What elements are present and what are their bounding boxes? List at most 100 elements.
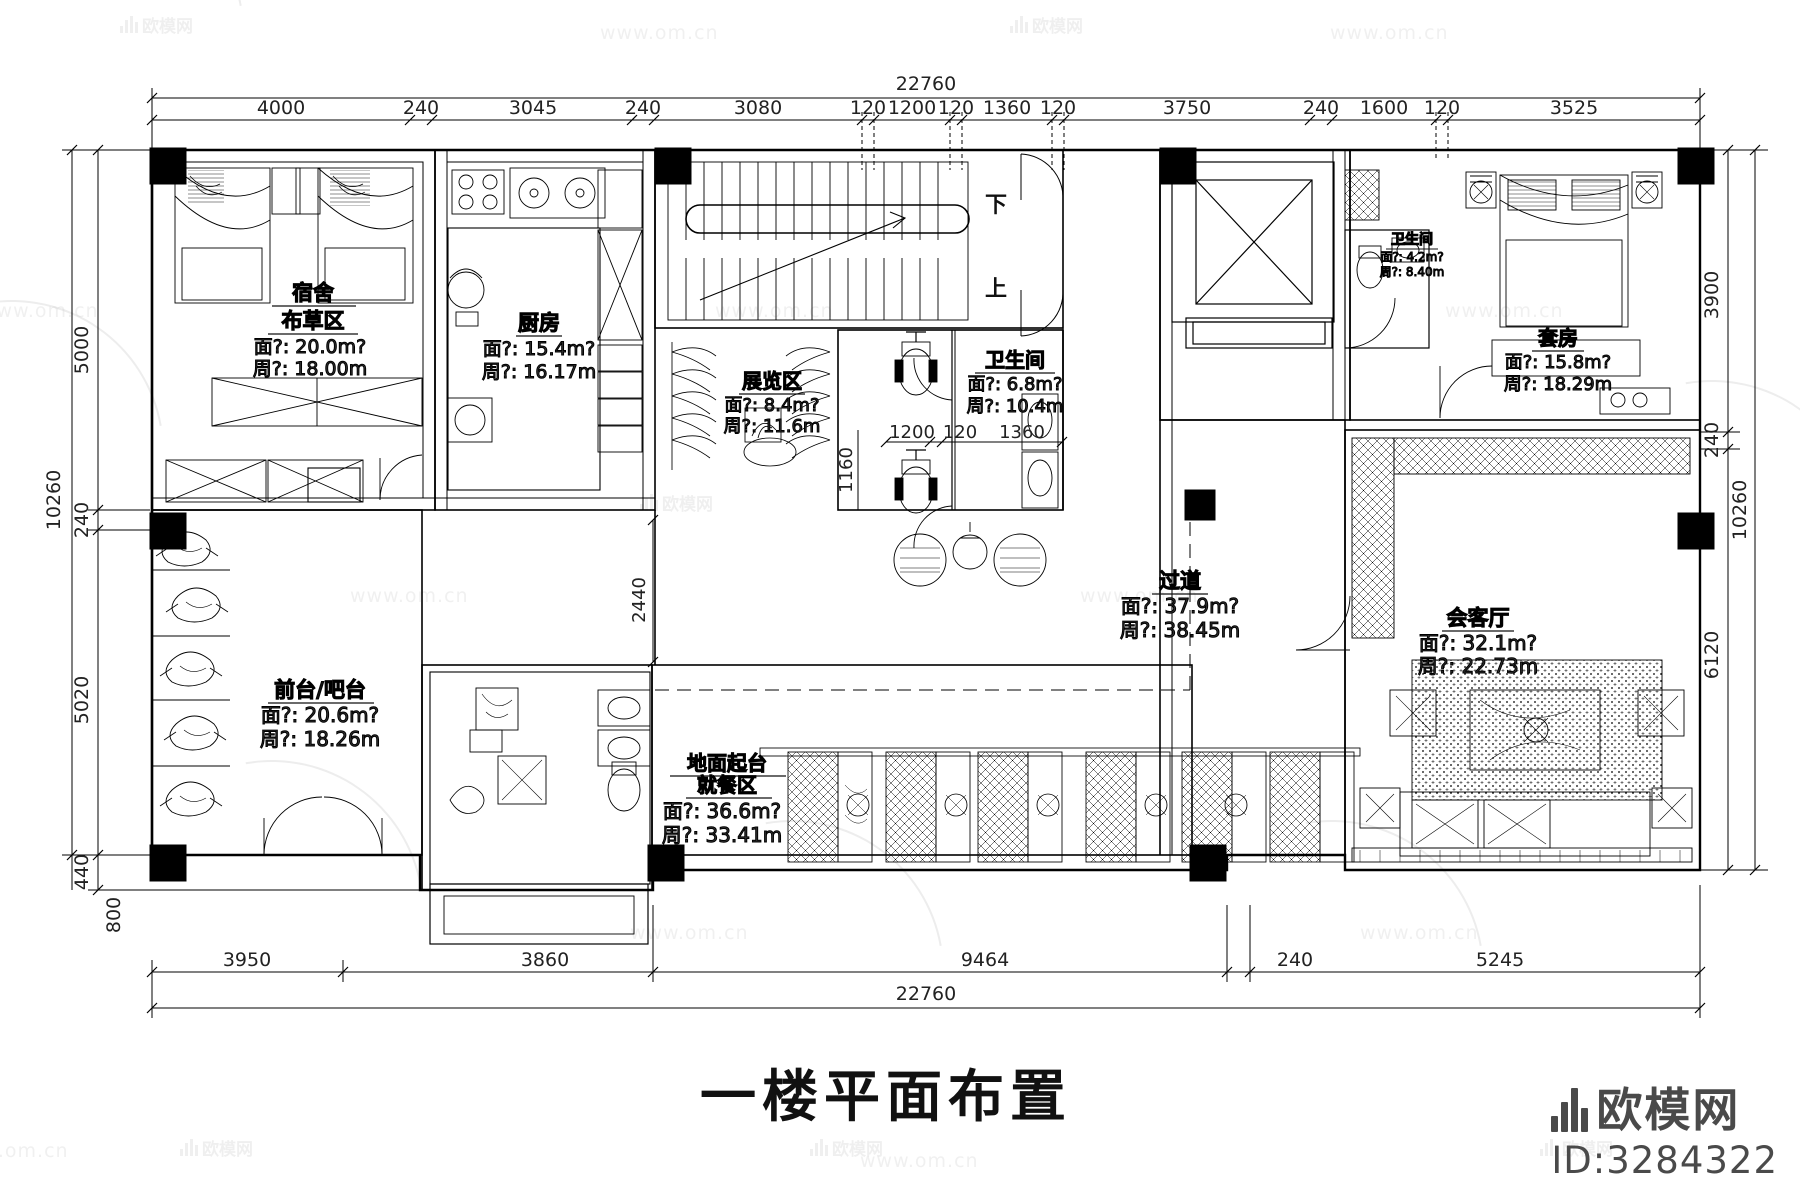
interior-dimensions (647, 430, 1068, 668)
room-area-toilet-middle: 面?: 6.8m? (967, 374, 1062, 395)
room-perimeter-dormitory: 周?: 18.00m (253, 358, 367, 380)
room-toilet-middle-fixtures (894, 330, 1059, 549)
dim-top-9: 120 (1040, 97, 1076, 119)
room-label-corridor: 过道 面?: 37.9m? 周?: 38.45m (1119, 569, 1240, 643)
room-toilet-suite-fixtures (1344, 169, 1430, 349)
room-label-reception: 会客厅 面?: 32.1m? 周?: 22.73m (1417, 606, 1538, 679)
room-perimeter-toilet-suite: 周?: 8.40m (1380, 265, 1445, 279)
stair-label-up: 上 (985, 277, 1007, 302)
service-room-fixtures (429, 671, 651, 945)
room-area-corridor: 面?: 37.9m? (1121, 594, 1239, 618)
dim-bottom-1: 3860 (521, 949, 569, 971)
room-name-corridor: 过道 (1159, 569, 1201, 593)
staircase (667, 161, 970, 321)
dim-right-1: 240 (1701, 422, 1723, 458)
room-perimeter-dining: 周?: 33.41m (662, 823, 782, 847)
dim-right-2: 6120 (1701, 631, 1723, 679)
room-area-dining: 面?: 36.6m? (663, 799, 781, 823)
dim-top-11: 240 (1303, 97, 1339, 119)
brand-logo-icon (1551, 1088, 1589, 1132)
room-name-dormitory-l2: 布草区 (282, 309, 345, 333)
room-perimeter-toilet-middle: 周?: 10.4m (967, 396, 1064, 417)
entry-doors (1020, 150, 1064, 337)
dim-interior-c: 1360 (999, 422, 1045, 443)
dim-bottom-0: 3950 (223, 949, 271, 971)
dim-left-0: 5000 (71, 326, 93, 374)
room-label-kitchen: 厨房 面?: 15.4m? 周?: 16.17m (481, 311, 596, 384)
room-perimeter-suite: 周?: 18.29m (1504, 374, 1612, 395)
room-label-front-desk: 前台/吧台 面?: 20.6m? 周?: 18.26m (259, 678, 380, 752)
dim-left-1: 240 (71, 502, 93, 538)
dim-left-3: 440 (71, 854, 93, 890)
dim-top-4: 3080 (734, 97, 782, 119)
dim-left-4: 800 (103, 897, 125, 933)
dim-right-outer: 10260 (1729, 480, 1751, 540)
brand-id: ID:3284322 (1551, 1139, 1778, 1182)
dim-top-10: 3750 (1163, 97, 1211, 119)
room-name-toilet-middle: 卫生间 (985, 348, 1045, 372)
dim-top-7: 120 (938, 97, 974, 119)
room-dormitory-furniture (165, 167, 423, 503)
room-name-dining-l1: 地面起台 (687, 751, 767, 775)
dim-top-1: 240 (403, 97, 439, 119)
room-area-front-desk: 面?: 20.6m? (261, 703, 379, 727)
dim-bottom-3: 240 (1277, 949, 1313, 971)
stair-label-down: 下 (985, 193, 1007, 218)
room-area-kitchen: 面?: 15.4m? (483, 338, 595, 360)
elevator-shaft (1171, 161, 1335, 349)
room-name-reception: 会客厅 (1447, 606, 1510, 630)
corridor-boundary (655, 512, 1191, 691)
room-perimeter-corridor: 周?: 38.45m (1120, 618, 1240, 642)
room-area-toilet-suite: 面?: 4.2m? (1380, 250, 1443, 264)
dim-top-13: 120 (1424, 97, 1460, 119)
dimension-top (146, 88, 1706, 170)
room-perimeter-exhibition: 周?: 11.6m (724, 416, 821, 437)
dim-bottom-total: 22760 (896, 983, 956, 1005)
dim-top-3: 240 (625, 97, 661, 119)
room-kitchen-furniture (447, 167, 643, 491)
brand-block: 欧模网 ID:3284322 (1551, 1087, 1778, 1182)
room-label-dormitory: 宿舍 布草区 面?: 20.0m? 周?: 18.00m (252, 281, 367, 381)
dim-top-14: 3525 (1550, 97, 1598, 119)
room-label-toilet-suite: 卫生间 面?: 4.2m? 周?: 8.40m (1379, 231, 1445, 280)
dimension-bottom (146, 885, 1706, 1018)
dim-top-2: 3045 (509, 97, 557, 119)
dim-interior-a: 1200 (889, 422, 935, 443)
room-name-dormitory-l1: 宿舍 (292, 281, 335, 305)
dim-bottom-2: 9464 (961, 949, 1009, 971)
room-label-suite: 套房 面?: 15.8m? 周?: 18.29m (1503, 326, 1612, 396)
dim-interior-1160: 1160 (836, 447, 857, 493)
room-name-toilet-suite: 卫生间 (1391, 231, 1433, 248)
room-area-dormitory: 面?: 20.0m? (254, 336, 366, 358)
dim-top-8: 1360 (983, 97, 1031, 119)
dim-top-6: 1200 (888, 97, 936, 119)
dim-interior-2440: 2440 (629, 577, 650, 623)
dim-left-outer: 10260 (43, 470, 65, 530)
room-suite-furniture (1439, 171, 1671, 419)
room-dining-booths (759, 747, 1361, 863)
room-area-exhibition: 面?: 8.4m? (724, 395, 819, 416)
room-front-desk-furniture (152, 531, 383, 856)
dim-top-total: 22760 (896, 73, 956, 95)
dim-top-0: 4000 (257, 97, 305, 119)
room-perimeter-kitchen: 周?: 16.17m (482, 361, 596, 383)
corridor-furniture (893, 522, 1047, 587)
room-perimeter-reception: 周?: 22.73m (1418, 654, 1538, 678)
dim-top-12: 1600 (1360, 97, 1408, 119)
room-name-exhibition: 展览区 (742, 369, 802, 393)
dim-interior-b: 120 (943, 422, 977, 443)
room-exhibition-fixtures (671, 342, 831, 470)
room-label-toilet-middle: 卫生间 面?: 6.8m? 周?: 10.4m (966, 348, 1064, 418)
room-label-exhibition: 展览区 面?: 8.4m? 周?: 11.6m (723, 369, 821, 438)
room-label-dining: 地面起台 就餐区 面?: 36.6m? 周?: 33.41m (661, 751, 786, 848)
dimension-left (62, 144, 420, 896)
room-reception-furniture (1295, 437, 1693, 863)
room-name-suite: 套房 (1538, 326, 1578, 350)
room-area-reception: 面?: 32.1m? (1419, 631, 1537, 655)
dim-bottom-4: 5245 (1476, 949, 1524, 971)
room-name-front-desk: 前台/吧台 (274, 678, 366, 702)
room-perimeter-front-desk: 周?: 18.26m (260, 727, 380, 751)
dim-left-2: 5020 (71, 676, 93, 724)
dim-top-5: 120 (850, 97, 886, 119)
